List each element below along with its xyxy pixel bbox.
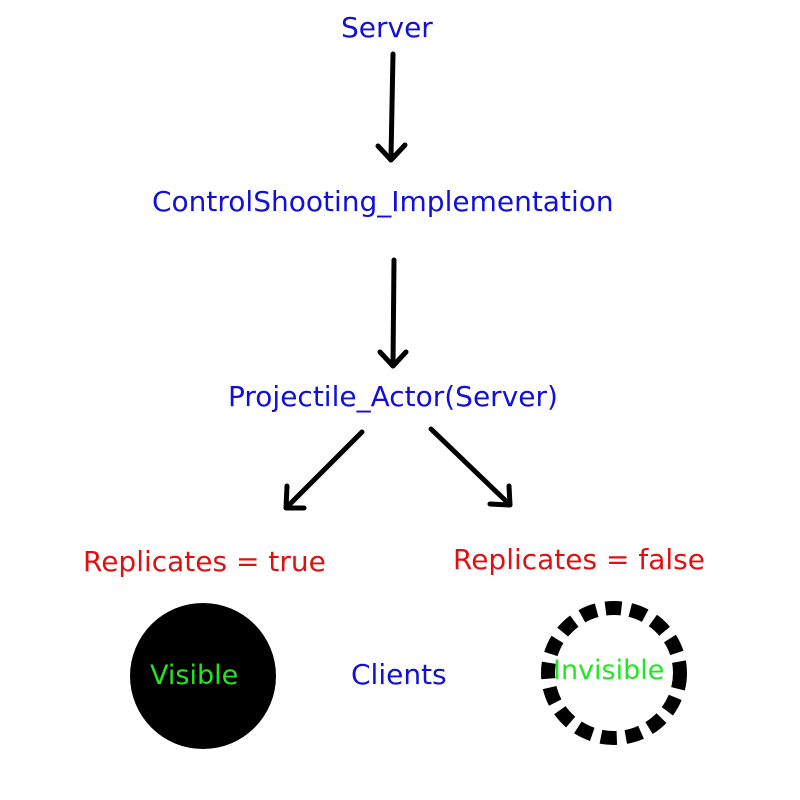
replicates-false-label: Replicates = false — [453, 543, 705, 576]
invisible-circle — [541, 601, 687, 745]
server-node: Server — [341, 11, 433, 44]
visible-circle: Visible — [130, 603, 276, 749]
invisible-label: Invisible — [553, 655, 665, 686]
replicates-true-label: Replicates = true — [83, 545, 326, 578]
arrow-server-to-implementation — [375, 51, 408, 163]
arrow-projectile-to-replicates-false — [428, 426, 513, 508]
implementation-node: ControlShooting_Implementation — [152, 185, 614, 218]
arrow-implementation-to-projectile — [377, 257, 409, 369]
visible-label: Visible — [150, 660, 239, 691]
projectile-node: Projectile_Actor(Server) — [228, 380, 558, 413]
clients-label: Clients — [351, 658, 447, 691]
arrow-projectile-to-replicates-true — [283, 429, 365, 511]
